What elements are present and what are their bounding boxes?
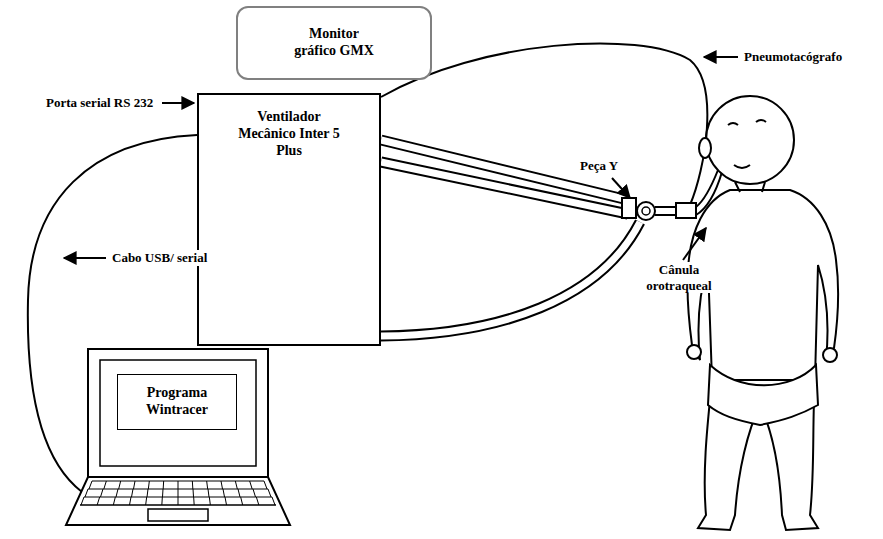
- node-text: Ventilador Mecânico Inter 5 Plus: [233, 109, 345, 159]
- part-label: Pneumotacógrafo: [742, 49, 844, 65]
- pneumotach-sensor: [676, 203, 696, 218]
- part-label: Cânula orotraqueal: [632, 262, 726, 293]
- node-text: Programa Wintracer: [135, 385, 219, 419]
- y-piece: [622, 198, 655, 220]
- part-label: Porta serial RS 232: [44, 95, 155, 111]
- monitor-box: Monitor gráfico GMX: [236, 6, 432, 80]
- leader-arrows: [64, 57, 738, 260]
- ventilator-box: Ventilador Mecânico Inter 5 Plus: [197, 93, 381, 346]
- part-label: Peça Y: [578, 158, 620, 174]
- software-box: Programa Wintracer: [117, 374, 237, 430]
- laptop-computer: [66, 349, 290, 525]
- infant-figure: [687, 96, 838, 530]
- node-text: Monitor gráfico GMX: [288, 26, 380, 60]
- part-label: Cabo USB/ serial: [110, 250, 209, 266]
- ventilator-tubes: [381, 140, 640, 336]
